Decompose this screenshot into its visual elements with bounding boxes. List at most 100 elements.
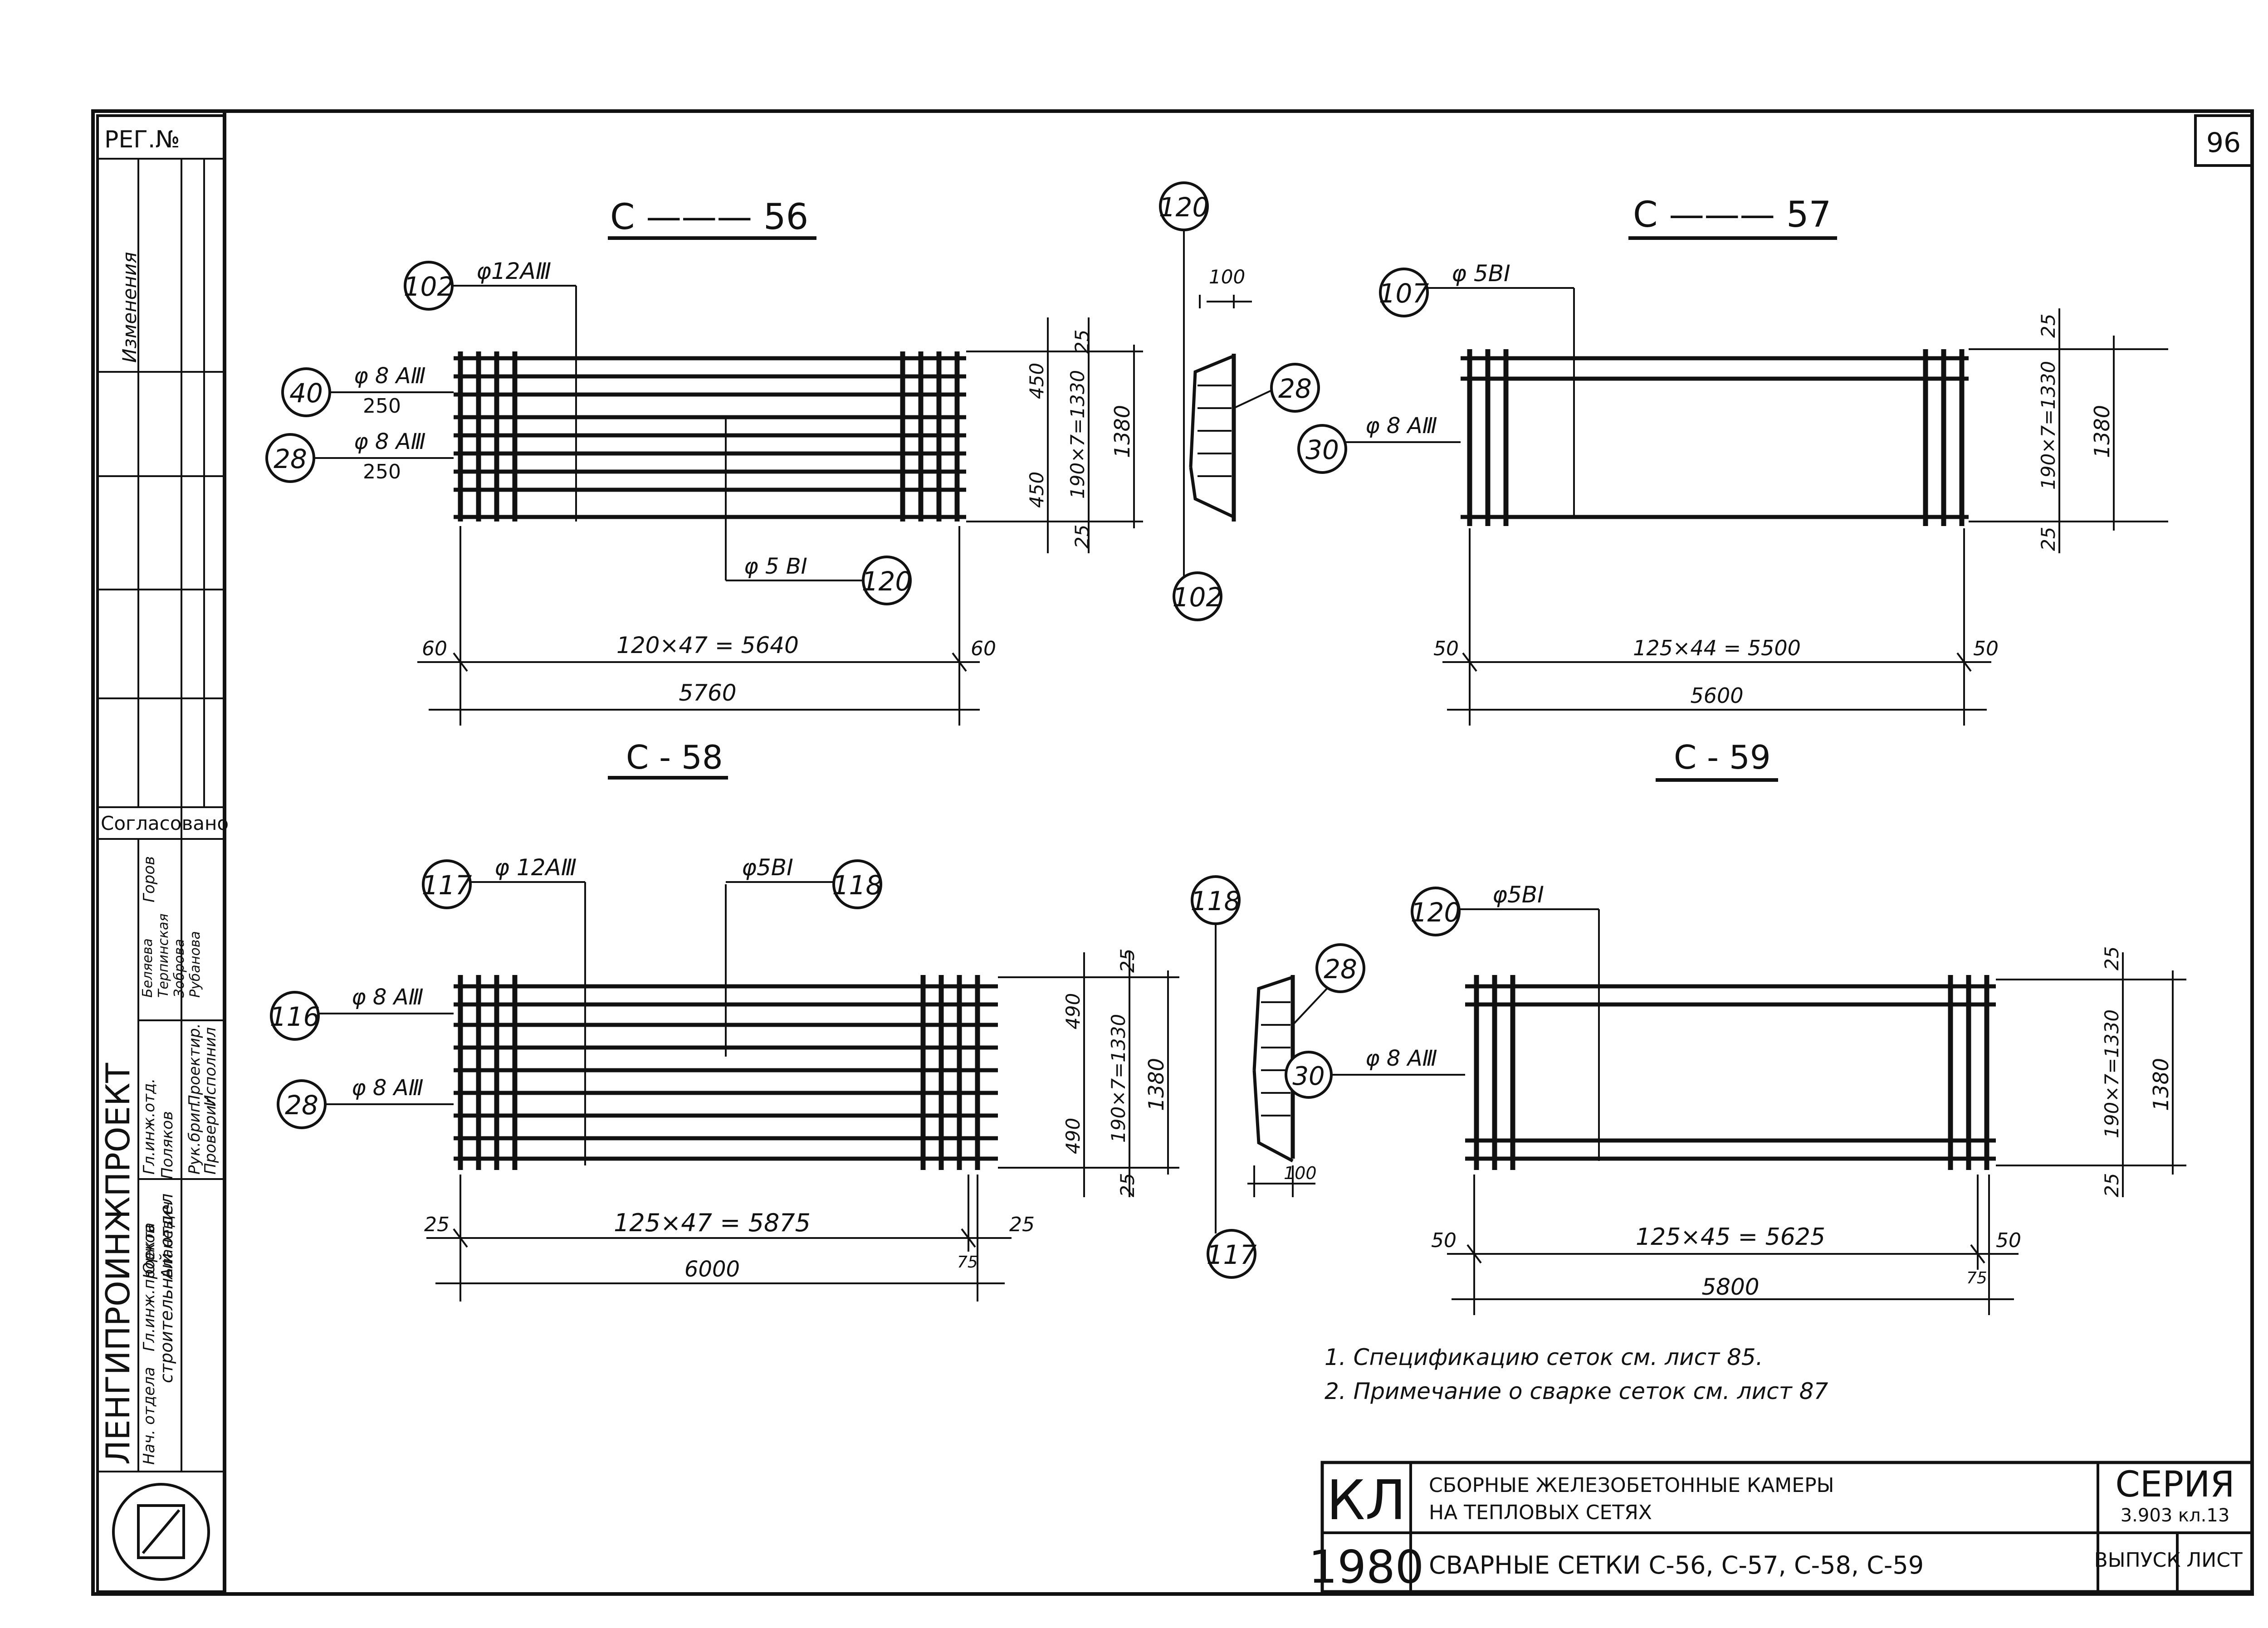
note-1: 1. Спецификацию сеток см. лист 85. bbox=[1325, 1344, 1763, 1370]
c59-bottom-dims bbox=[1447, 1175, 2019, 1315]
stamp-name-5: Терпинская bbox=[156, 913, 171, 998]
stamp-name-2: Аланевич bbox=[158, 1201, 176, 1280]
c57-title: С ——— 57 bbox=[1633, 195, 1831, 235]
c57-mesh bbox=[1461, 349, 1969, 526]
c58-top1-rod: φ 12АⅢ bbox=[494, 854, 577, 881]
c57-dim-1380: 1380 bbox=[2090, 405, 2114, 458]
c58-sec-dim: 100 bbox=[1284, 1163, 1317, 1183]
c58-left2-rod: φ 8 АⅢ bbox=[352, 1075, 424, 1101]
title-line1: СБОРНЫЕ ЖЕЛЕЗОБЕТОННЫЕ КАМЕРЫ bbox=[1429, 1474, 1834, 1497]
c59-dim-75: 75 bbox=[1966, 1269, 1987, 1287]
c59-right-dims bbox=[1996, 952, 2186, 1197]
c57-top-rod: φ 5ВⅠ bbox=[1452, 260, 1510, 287]
c56-left2-rod: φ 8 АⅢ bbox=[354, 429, 426, 454]
c57-dim-190: 190×7=1330 bbox=[2037, 361, 2059, 490]
c56-sec-callout-side bbox=[1270, 363, 1320, 413]
stamp-role-2: Гл.инж.отд. bbox=[140, 1078, 158, 1175]
c56-right-dims bbox=[966, 317, 1143, 553]
c56-callout-top-num: 102 bbox=[404, 271, 454, 302]
c58-dim-total: 6000 bbox=[684, 1257, 740, 1282]
title-line2: НА ТЕПЛОВЫХ СЕТЯХ bbox=[1429, 1501, 1652, 1524]
c58-dim-1380: 1380 bbox=[1144, 1058, 1168, 1111]
c59-mesh bbox=[1465, 975, 1996, 1170]
c56-title: С ——— 56 bbox=[610, 197, 808, 238]
stamp-dept: строительный отдел bbox=[156, 1194, 176, 1383]
c58-sec-callout-left-num: 30 bbox=[1292, 1062, 1325, 1091]
stamp-reg: РЕГ.№ bbox=[104, 126, 180, 153]
c57-dim-50r: 50 bbox=[1973, 637, 1999, 660]
stamp-name-1: Юрков bbox=[140, 1224, 158, 1279]
title-year: 1980 bbox=[1309, 1540, 1424, 1594]
c59-dim-main: 125×45 = 5625 bbox=[1636, 1223, 1825, 1251]
c58-sec-callout-top bbox=[1191, 875, 1241, 925]
c57-dim-25a: 25 bbox=[2037, 314, 2059, 338]
c56-bottom-rod: φ 5 ВⅠ bbox=[744, 554, 807, 579]
c56-dim-main: 120×47 = 5640 bbox=[616, 632, 799, 658]
c58-title: С - 58 bbox=[626, 738, 723, 776]
c58-callout-left2-num: 28 bbox=[285, 1090, 318, 1121]
c56-sec-dim: 100 bbox=[1209, 266, 1245, 288]
c56-dim-60r: 60 bbox=[971, 637, 996, 660]
c59-top-rod: φ5ВⅠ bbox=[1492, 882, 1544, 908]
sheet-number: 96 bbox=[2206, 127, 2241, 159]
c58-sec-callout-top-num: 118 bbox=[1191, 886, 1241, 916]
title-subtitle: СВАРНЫЕ СЕТКИ С-56, С-57, С-58, С-59 bbox=[1429, 1551, 1924, 1579]
c56-bottom-dims bbox=[417, 526, 980, 726]
sheet-label: ЛИСТ bbox=[2186, 1549, 2243, 1572]
stamp-role-0: Нач. отдела bbox=[140, 1367, 158, 1465]
c56-callout-left2-num: 28 bbox=[274, 444, 307, 474]
stamp-org: ЛЕНГИПРОИНЖПРОЕКТ bbox=[99, 1063, 137, 1465]
c58-dim-25b: 25 bbox=[1116, 1173, 1139, 1197]
c59-dim-50r: 50 bbox=[1996, 1229, 2021, 1252]
c57-dim-main: 125×44 = 5500 bbox=[1633, 636, 1801, 660]
c58-callout-left1-num: 116 bbox=[270, 1001, 320, 1032]
stamp-changes: Изменения bbox=[118, 252, 141, 363]
stamp-role-4: Проектир. bbox=[186, 1023, 204, 1106]
c58-callout-top1 bbox=[422, 859, 472, 909]
c56-top-rod: φ12АⅢ bbox=[476, 258, 551, 284]
c56-callout-left1-num: 40 bbox=[289, 378, 323, 409]
c59-callout-top-num: 120 bbox=[1411, 897, 1461, 928]
c56-sec-callout-bot bbox=[1173, 571, 1222, 621]
c57-callout-left-num: 30 bbox=[1305, 434, 1339, 465]
c58-callout-top1-num: 117 bbox=[422, 870, 472, 901]
c59-dim-total: 5800 bbox=[1701, 1274, 1759, 1300]
c57-left-rod: φ 8 АⅢ bbox=[1365, 413, 1437, 439]
c58-callout-top2 bbox=[832, 859, 882, 909]
c59-left-rod: φ 8 АⅢ bbox=[1365, 1046, 1437, 1071]
stamp-name-6: Зоброва bbox=[171, 939, 187, 998]
c59-dim-190: 190×7=1330 bbox=[2101, 1009, 2123, 1138]
c56-dim-1380: 1380 bbox=[1110, 405, 1134, 458]
stamp-name-0: Поляков bbox=[158, 1111, 176, 1179]
c56-dim-450a: 450 bbox=[1026, 363, 1048, 399]
sheet-frame bbox=[91, 109, 2254, 1596]
c59-title: С - 59 bbox=[1674, 738, 1771, 776]
c58-sec-callout-bot bbox=[1207, 1229, 1256, 1279]
c58-dim-25a: 25 bbox=[1116, 949, 1139, 973]
series-value: 3.903 кл.13 bbox=[2121, 1505, 2230, 1526]
c58-left1-rod: φ 8 АⅢ bbox=[352, 985, 424, 1010]
c58-sec-callout-side bbox=[1315, 943, 1365, 993]
c56-dim-total: 5760 bbox=[679, 680, 736, 706]
c57-dim-total: 5600 bbox=[1690, 683, 1743, 708]
c59-dim-25a: 25 bbox=[2101, 946, 2123, 970]
c59-dim-25b: 25 bbox=[2101, 1173, 2123, 1197]
c58-sec-callout-bot-num: 117 bbox=[1207, 1239, 1257, 1270]
c56-dim-25b: 25 bbox=[1071, 525, 1093, 549]
c56-sec-callout-bot-num: 102 bbox=[1173, 582, 1223, 613]
c56-mesh bbox=[454, 351, 966, 522]
stamp-role-1: Гл.инж.проекта bbox=[140, 1223, 158, 1351]
stamp-approved: Согласовано bbox=[101, 812, 229, 834]
c56-dim-190: 190×7=1330 bbox=[1066, 370, 1089, 499]
c58-section bbox=[1215, 923, 1330, 1233]
c57-bottom-dims bbox=[1442, 528, 1991, 726]
c57-right-dims bbox=[1969, 308, 2168, 553]
title-block bbox=[1320, 1461, 2254, 1594]
c58-dim-490b: 490 bbox=[1062, 1118, 1084, 1154]
c58-mesh bbox=[454, 884, 998, 1170]
c58-dim-25l: 25 bbox=[424, 1213, 450, 1236]
c59-dim-50l: 50 bbox=[1431, 1229, 1457, 1252]
c58-dim-25r: 25 bbox=[1009, 1213, 1035, 1236]
c57-dim-25b: 25 bbox=[2037, 527, 2059, 551]
